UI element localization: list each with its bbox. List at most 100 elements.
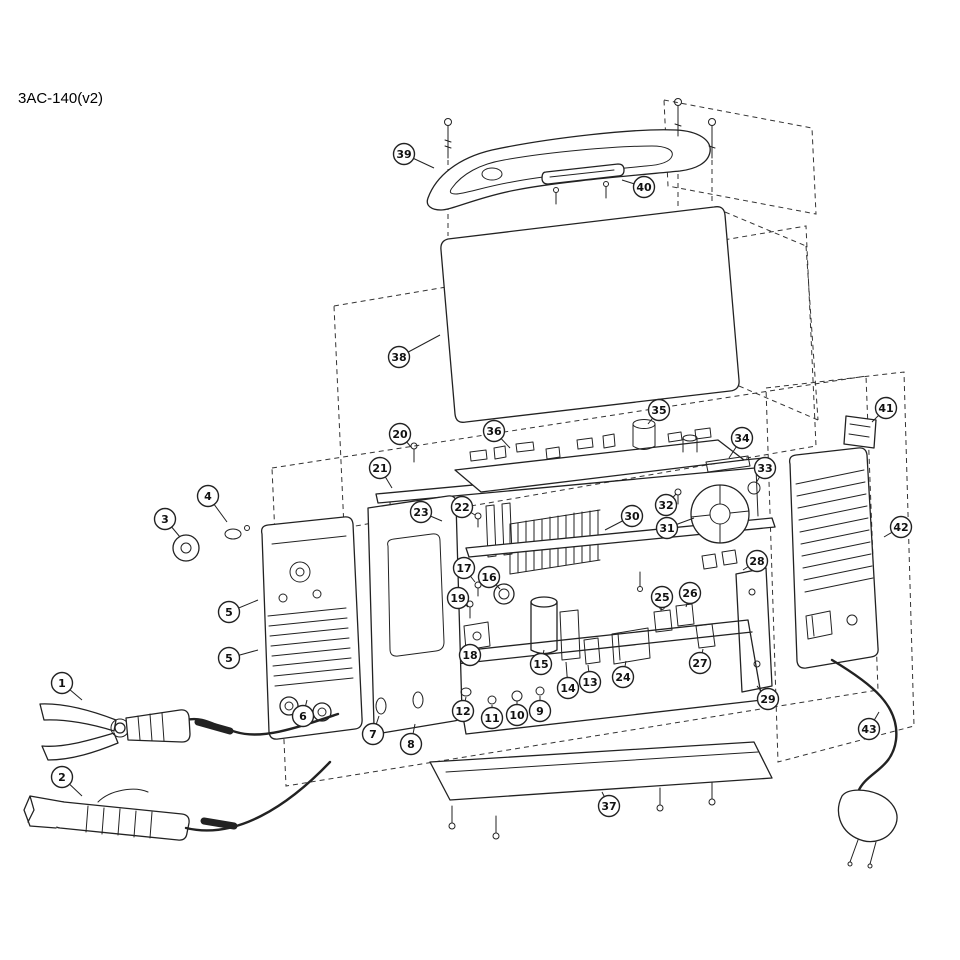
bracket-18 [463,621,491,651]
callout-balloon [196,484,220,508]
output-socket-pin [284,701,294,711]
callout-balloon [480,706,504,730]
callout-3: 3 [153,507,181,538]
callout-balloon [688,651,712,675]
front-panel-inner-edge [271,535,347,545]
construction-box-rear [765,371,915,763]
plug-prong [869,841,877,865]
callout-number: 16 [481,571,497,584]
side-bracket [367,495,463,734]
callout-39: 39 [392,142,435,169]
callout-number: 18 [462,649,477,662]
diagram-title: 3AC-140(v2) [18,90,104,107]
holder-cable [184,760,332,832]
callout-37: 37 [597,791,621,818]
callout-balloon [753,456,777,480]
callout-number: 7 [369,728,377,741]
callout-number: 29 [760,693,775,706]
clamp-lower-jaw [41,732,119,761]
callout-40: 40 [621,175,656,199]
cover-depth-line [724,211,819,421]
rear-switch [805,610,833,640]
washer-9 [535,686,545,696]
callout-25: 25 [650,585,674,612]
holder-ribs [85,805,153,839]
callout-23: 23 [409,500,443,524]
callout-number: 10 [509,709,525,722]
callout-28: 28 [742,549,769,573]
construction-box-main [271,375,879,787]
callout-number: 26 [682,587,698,600]
callout-number: 2 [58,771,66,784]
callout-balloon [730,426,754,450]
electrode-holder [23,760,332,841]
top-screw-shaft [674,105,682,137]
callout-21: 21 [368,456,393,489]
component-13 [583,637,601,665]
handle-assembly [426,98,716,211]
callout-5: 5 [217,646,259,670]
callout-number: 6 [299,710,307,723]
front-panel-assembly [172,495,545,740]
base-screw-head [708,798,716,806]
panel-indicator [312,589,322,599]
callout-balloon [217,646,241,670]
top-screw-shaft [444,125,452,159]
callout-29: 29 [756,685,780,711]
front-panel [260,516,363,740]
clamp-grip-lines [137,712,165,742]
callout-17: 17 [452,556,476,583]
callout-number: 5 [225,606,233,619]
handle-hole [481,167,503,181]
callout-number: 41 [878,402,893,415]
callout-13: 13 [578,664,602,694]
callout-number: 43 [861,723,876,736]
screw-11 [487,695,497,705]
base-screws [448,781,716,840]
fan-ring [747,481,761,495]
callout-balloon [458,643,482,667]
callout-balloon [556,676,580,700]
base-flange-line [445,751,759,773]
callout-number: 11 [484,712,499,725]
panel-knob-hole [289,561,311,583]
top-screw-head [444,118,452,126]
bus-bar-screw-head [637,586,643,592]
pcb-components [469,427,712,462]
ct-ring [493,583,515,605]
callout-number: 21 [372,462,387,475]
callout-balloon [597,794,621,818]
cord-grommet [846,614,858,626]
nut-10 [511,690,523,702]
callout-number: 1 [58,677,66,690]
callout-2: 2 [50,765,83,797]
callout-balloon [409,500,433,524]
callout-number: 3 [161,513,169,526]
callout-balloon [578,670,602,694]
holder-jaw [23,795,65,829]
callout-number: 35 [651,404,666,417]
callout-30: 30 [604,504,644,531]
callout-19: 19 [446,586,470,610]
pcb-capacitor-top [682,434,698,442]
callout-number: 9 [536,705,544,718]
callout-20: 20 [388,422,412,448]
top-screw-shaft [708,125,716,159]
callout-number: 20 [392,428,408,441]
capacitor-body [530,601,558,655]
callout-8: 8 [399,723,423,756]
callout-balloon [452,556,476,580]
base-plate-assembly [429,741,773,840]
ct-ring-hole [498,588,510,600]
callout-number: 31 [659,522,674,535]
holder-cable-lug [200,817,238,830]
callout-balloon [650,585,674,609]
callout-7: 7 [361,715,385,746]
callout-number: 24 [615,671,631,684]
rear-panel [788,447,879,669]
callout-number: 28 [749,555,764,568]
callout-31: 31 [655,516,695,540]
control-knob [172,534,200,562]
inner-panel-screw [753,660,761,668]
